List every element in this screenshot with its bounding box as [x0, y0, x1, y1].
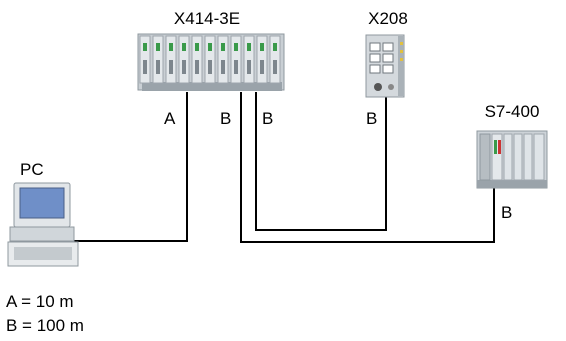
- x208-status-leds: [400, 42, 403, 61]
- pc-label: PC: [20, 160, 44, 179]
- x414-label: X414-3E: [174, 9, 240, 28]
- cable-tag-pc-x414: A: [164, 109, 176, 128]
- x414-modules: [139, 35, 281, 84]
- s7-400-plc-device: [476, 130, 548, 189]
- x208-label: X208: [368, 9, 408, 28]
- cable-tag-x208: B: [366, 109, 377, 128]
- x208-port-icon: [374, 83, 382, 91]
- x414-status-leds: [143, 43, 277, 51]
- monitor-screen: [19, 187, 65, 219]
- legend-cable-b: B = 100 m: [6, 316, 84, 335]
- x208-switch-device: [365, 34, 405, 98]
- cable-x414-to-x208: [255, 92, 387, 231]
- x414-switch-device: [137, 33, 285, 91]
- cables: [74, 92, 495, 243]
- cable-tag-s7: B: [501, 203, 512, 222]
- cable-x414-to-s7: [240, 92, 495, 243]
- pc-device: [7, 182, 79, 267]
- cable-pc-to-x414: [74, 92, 188, 242]
- s7-400-label: S7-400: [485, 102, 540, 121]
- cable-tag-x414-s7: B: [220, 109, 231, 128]
- legend-cable-a: A = 10 m: [6, 292, 74, 311]
- cable-tag-x414-x208: B: [262, 109, 273, 128]
